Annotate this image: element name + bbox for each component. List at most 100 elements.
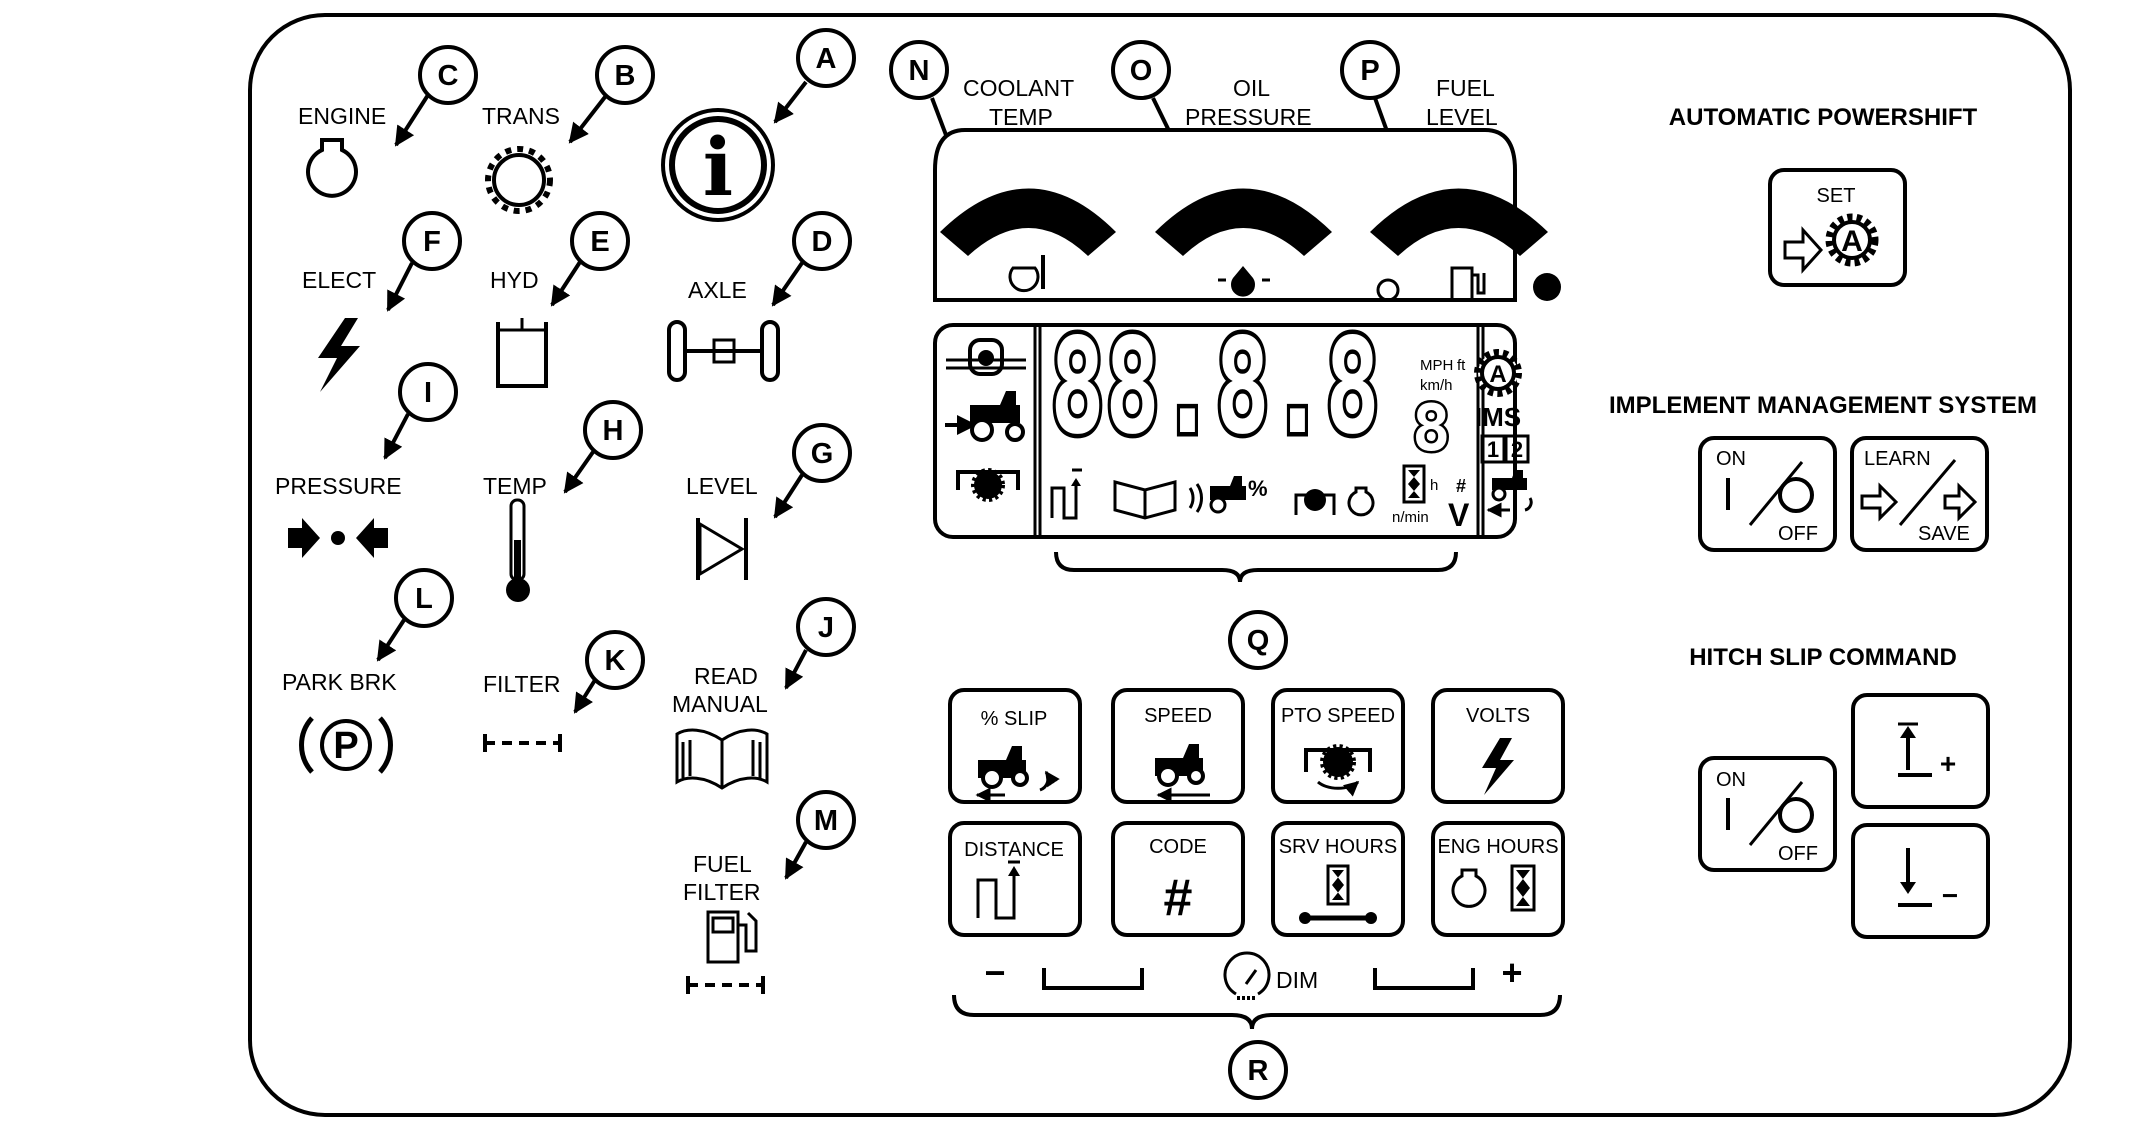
svg-text:2: 2: [1511, 437, 1523, 462]
park-brake-icon: P: [299, 716, 393, 774]
volts-button[interactable]: VOLTS: [1431, 688, 1565, 804]
ims-learn-save-button[interactable]: LEARN SAVE: [1850, 436, 1989, 552]
minus-bracket: [1042, 968, 1144, 990]
engine-label: ENGINE: [298, 103, 386, 129]
elect-label: ELECT: [302, 267, 376, 293]
unit-kmh: km/h: [1420, 377, 1453, 394]
read-label: READ: [694, 663, 758, 689]
fuel-filter-label: FILTER: [683, 879, 761, 905]
trans-label: TRANS: [482, 103, 560, 129]
svg-text:P: P: [1360, 55, 1379, 87]
callout-f: F: [386, 211, 462, 312]
svg-text:#: #: [1164, 869, 1193, 927]
oil-pressure-gauge: [1155, 188, 1332, 297]
ims-on-off-button[interactable]: ON OFF: [1698, 436, 1837, 552]
hydraulic-tank-icon: [496, 318, 548, 388]
hitch-raise-button[interactable]: +: [1851, 693, 1990, 809]
pressure-label: PRESSURE: [275, 473, 402, 499]
differential-lock-icon: [946, 338, 1026, 376]
svg-text:P: P: [333, 725, 358, 767]
svg-text:VOLTS: VOLTS: [1466, 705, 1530, 727]
distance-icon: [1050, 468, 1082, 520]
svg-text:G: G: [811, 438, 834, 470]
axle-icon: [667, 320, 780, 382]
hitch-title: HITCH SLIP COMMAND: [1689, 644, 1957, 671]
svg-text:PTO SPEED: PTO SPEED: [1281, 705, 1395, 727]
oil-label: OIL: [1233, 75, 1270, 101]
ims-title: IMPLEMENT MANAGEMENT SYSTEM: [1609, 392, 2037, 419]
hitch-on-off-button[interactable]: ON OFF: [1698, 756, 1837, 872]
svg-text:Q: Q: [1247, 625, 1270, 657]
info-icon: i: [661, 108, 775, 222]
ims-indicator: IMS: [1475, 402, 1521, 432]
slip-percent-icon: %: [1188, 476, 1268, 514]
powershift-title: AUTOMATIC POWERSHIFT: [1669, 104, 1978, 131]
filter-label: FILTER: [483, 671, 561, 697]
auto-gear-icon: A: [1474, 349, 1522, 397]
pto-icon: [956, 468, 1020, 502]
callout-k: K: [573, 630, 645, 714]
powershift-set-button[interactable]: SET A: [1768, 168, 1907, 287]
engine-icon: [306, 138, 358, 198]
callout-m: M: [784, 790, 856, 880]
temp-label: TEMP: [483, 473, 547, 499]
svg-text:F: F: [423, 226, 441, 258]
hitch-lower-button[interactable]: −: [1851, 823, 1990, 939]
unit-nmin: n/min: [1392, 509, 1429, 526]
slip-tractor-icon: [945, 391, 1025, 442]
callout-b: B: [568, 45, 655, 144]
coolant-label: COOLANT: [963, 75, 1074, 101]
slip-button[interactable]: % SLIP: [948, 688, 1082, 804]
svg-text:1: 1: [1487, 437, 1499, 462]
srv-hours-button[interactable]: SRV HOURS: [1271, 821, 1405, 937]
pto-speed-button[interactable]: PTO SPEED: [1271, 688, 1405, 804]
svg-text:OFF: OFF: [1778, 843, 1818, 865]
fuel-level-gauge: [1370, 188, 1561, 302]
distance-button[interactable]: DISTANCE: [948, 821, 1082, 937]
callout-a: A: [773, 28, 856, 124]
controls-brace: [952, 994, 1562, 1030]
level-label: LEVEL: [686, 473, 758, 499]
plus-control[interactable]: +: [1501, 952, 1522, 993]
svg-text:SAVE: SAVE: [1918, 523, 1970, 545]
svg-text:H: H: [603, 415, 624, 447]
svg-text:ENG HOURS: ENG HOURS: [1437, 836, 1558, 858]
svg-text:+: +: [1940, 748, 1956, 779]
code-button[interactable]: CODE #: [1111, 821, 1245, 937]
callout-h: H: [563, 400, 643, 494]
svg-text:E: E: [590, 226, 609, 258]
svg-text:J: J: [818, 612, 834, 644]
svg-text:K: K: [605, 645, 626, 677]
callout-r: R: [1228, 1040, 1288, 1100]
pto-small-icon: [1294, 489, 1336, 515]
ims-number-icons: 1 2: [1480, 434, 1530, 464]
small-digit: 8: [1412, 392, 1451, 466]
svg-text:CODE: CODE: [1149, 836, 1207, 858]
park-brake-label: PARK BRK: [282, 669, 397, 695]
svg-text:DISTANCE: DISTANCE: [964, 839, 1064, 861]
plus-bracket: [1373, 968, 1475, 990]
dim-dial-icon[interactable]: [1223, 951, 1271, 1000]
callout-l: L: [376, 568, 454, 662]
speed-button[interactable]: SPEED: [1111, 688, 1245, 804]
minus-control[interactable]: −: [984, 952, 1005, 993]
fuel-label: FUEL: [693, 851, 752, 877]
callout-c: C: [394, 45, 478, 147]
hash-symbol: #: [1456, 476, 1466, 496]
callout-j: J: [784, 597, 856, 690]
svg-text:A: A: [816, 43, 837, 75]
svg-text:−: −: [1942, 880, 1958, 911]
hourglass-icon: [1402, 464, 1426, 504]
fuel-level-level-label: LEVEL: [1426, 104, 1498, 130]
svg-text:SET: SET: [1817, 185, 1856, 207]
hyd-label: HYD: [490, 267, 539, 293]
eng-hours-button[interactable]: ENG HOURS: [1431, 821, 1565, 937]
svg-text:A: A: [1489, 361, 1506, 388]
svg-text:I: I: [424, 377, 432, 409]
unit-mph: MPH: [1420, 357, 1453, 374]
svg-text:SRV HOURS: SRV HOURS: [1279, 836, 1398, 858]
svg-text:SPEED: SPEED: [1144, 705, 1212, 727]
filter-icon: [483, 734, 562, 752]
callout-i: I: [383, 362, 458, 460]
